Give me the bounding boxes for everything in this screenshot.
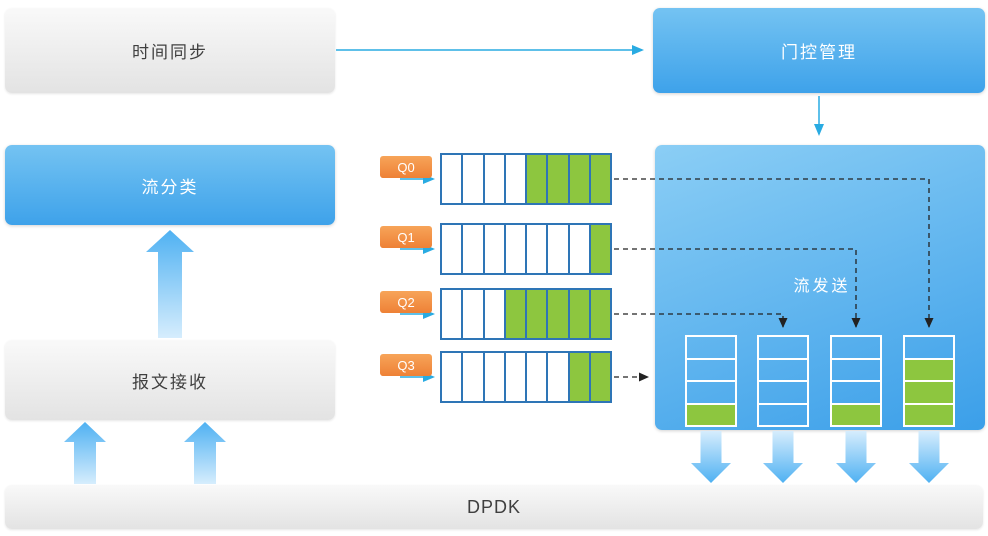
dpdk-label: DPDK [466, 496, 521, 517]
queue-cell-filled [546, 290, 568, 338]
egress-queue-1 [685, 335, 737, 427]
egress-cell-empty [687, 380, 735, 403]
queue-cell-filled [525, 155, 547, 203]
gate-control-module: 门控管理 [653, 8, 985, 93]
egress-cell-empty [687, 357, 735, 381]
egress-cell-filled [687, 402, 735, 425]
flow-send-label: 流发送 [793, 278, 851, 295]
dpdk-module: DPDK [5, 485, 983, 529]
egress-cell-filled [905, 357, 953, 380]
dpdk-to-receive-arrow-1 [64, 422, 106, 484]
queue-cell-empty [442, 225, 462, 273]
egress-cell-empty [687, 337, 735, 358]
flowsend-to-dpdk-arrow-1 [691, 431, 731, 483]
receive-to-classify-arrow [146, 230, 194, 338]
flowsend-to-dpdk-arrow-3 [836, 431, 876, 483]
egress-queue-2 [757, 335, 809, 427]
queue-cell-filled [567, 290, 589, 338]
time-sync-label: 时间同步 [132, 43, 208, 62]
flowsend-to-dpdk-arrow-4 [909, 431, 949, 483]
queue-cell-empty [546, 225, 568, 273]
egress-cell-empty [832, 357, 880, 381]
egress-cell-empty [759, 357, 807, 381]
flowsend-to-dpdk-arrow-2 [763, 431, 803, 483]
flow-classify-module: 流分类 [5, 145, 335, 225]
queue-label-q1: Q1 [380, 226, 432, 248]
egress-cell-empty [832, 380, 880, 403]
egress-queue-4 [903, 335, 955, 427]
queue-q2 [440, 288, 612, 340]
queue-cell-empty [503, 225, 525, 273]
queue-cell-empty [525, 353, 547, 401]
queue-cell-empty [461, 225, 483, 273]
queue-cell-empty [461, 353, 483, 401]
time-sync-module: 时间同步 [5, 8, 335, 93]
egress-cell-empty [832, 337, 880, 358]
queue-cell-empty [482, 225, 504, 273]
queue-label-q0: Q0 [380, 156, 432, 178]
egress-cell-filled [905, 380, 953, 403]
queue-cell-filled [567, 155, 589, 203]
egress-cell-empty [759, 337, 807, 358]
queue-q0 [440, 153, 612, 205]
gate-control-label: 门控管理 [781, 43, 857, 62]
egress-cell-empty [759, 402, 807, 426]
queue-cell-empty [461, 155, 483, 203]
queue-q3 [440, 351, 612, 403]
egress-cell-empty [905, 337, 953, 358]
queue-cell-filled [588, 353, 610, 401]
queue-cell-empty [567, 225, 589, 273]
queue-cell-filled [588, 155, 610, 203]
queue-cell-empty [442, 290, 462, 338]
egress-cell-empty [759, 380, 807, 403]
queue-cell-empty [503, 155, 525, 203]
queue-cell-filled [567, 353, 589, 401]
queue-cell-filled [588, 225, 610, 273]
queue-cell-filled [588, 290, 610, 338]
flow-classify-label: 流分类 [141, 177, 199, 197]
queue-cell-filled [503, 290, 525, 338]
queue-cell-filled [546, 155, 568, 203]
queue-cell-empty [525, 225, 547, 273]
queue-cell-empty [546, 353, 568, 401]
queue-label-q3: Q3 [380, 354, 432, 376]
queue-cell-filled [525, 290, 547, 338]
dpdk-to-receive-arrow-2 [184, 422, 226, 484]
queue-cell-empty [503, 353, 525, 401]
queue-label-q2: Q2 [380, 291, 432, 313]
queue-q1 [440, 223, 612, 275]
queue-cell-empty [482, 290, 504, 338]
egress-queue-3 [830, 335, 882, 427]
queue-cell-empty [442, 155, 462, 203]
packet-receive-module: 报文接收 [5, 340, 335, 420]
egress-cell-filled [832, 402, 880, 425]
packet-receive-label: 报文接收 [132, 372, 208, 392]
queue-cell-empty [482, 353, 504, 401]
queue-cell-empty [442, 353, 462, 401]
egress-cell-filled [905, 402, 953, 425]
queue-cell-empty [461, 290, 483, 338]
queue-cell-empty [482, 155, 504, 203]
